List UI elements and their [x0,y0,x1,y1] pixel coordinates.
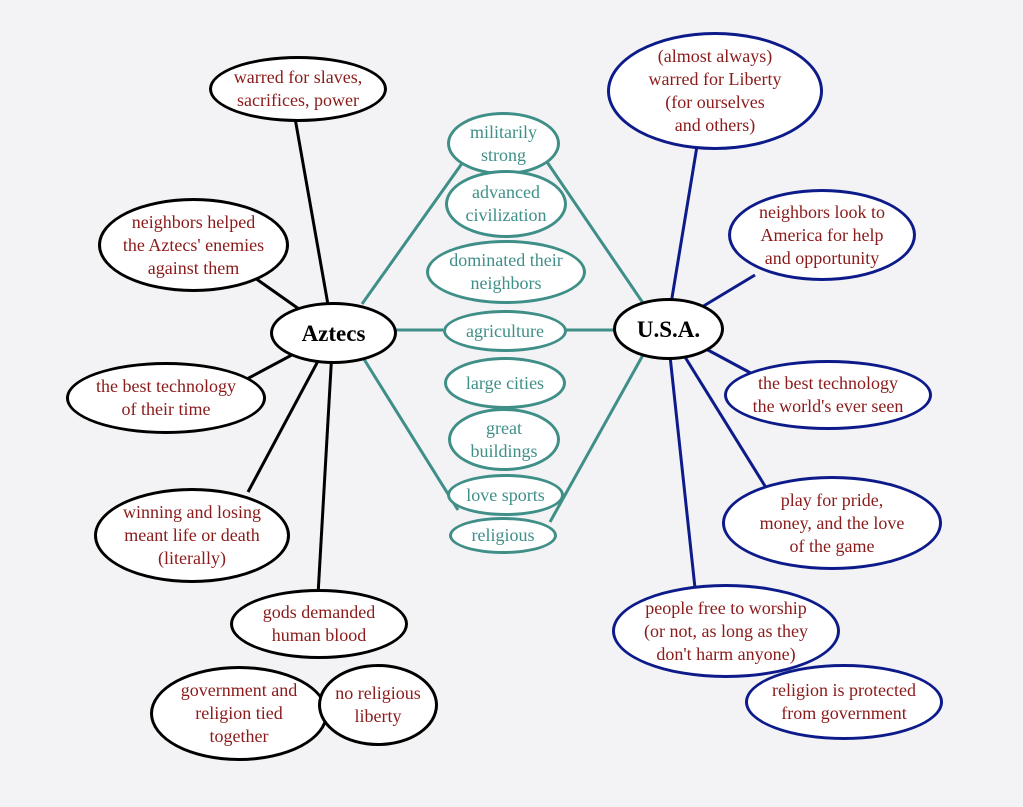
usa-trait-worship: people free to worship (or not, as long … [612,584,840,678]
link-usa-worship [665,327,697,589]
shared-trait-buildings: great buildings [448,408,560,471]
usa-trait-sports: play for pride, money, and the love of t… [722,476,942,570]
shared-trait-religious: religious [449,517,557,554]
aztec-trait-neighbors: neighbors helped the Aztecs' enemies aga… [98,198,289,292]
aztec-trait-warred: warred for slaves, sacrifices, power [209,56,387,122]
shared-trait-agriculture: agriculture [443,310,567,352]
usa-trait-neighbors: neighbors look to America for help and o… [728,189,916,281]
link-shared-usa-top [545,161,645,304]
shared-trait-military: militarily strong [447,112,560,175]
aztec-trait-government: government and religion tied together [150,666,328,761]
aztec-trait-gods: gods demanded human blood [230,589,408,659]
link-aztecs-gods [316,332,335,596]
usa-trait-technology: the best technology the world's ever see… [724,360,932,430]
shared-trait-dominated: dominated their neighbors [426,240,586,304]
link-shared-aztecs-bottom [360,355,460,511]
link-shared-usa-bottom [548,354,645,523]
usa-trait-religion: religion is protected from government [745,664,943,740]
shared-trait-sports: love sports [447,474,564,516]
aztec-trait-liberty: no religious liberty [318,664,438,746]
link-aztecs-warred [293,117,335,334]
link-usa-warred [665,139,700,329]
aztec-trait-technology: the best technology of their time [66,362,266,434]
aztec-trait-sports: winning and losing meant life or death (… [94,488,290,583]
link-shared-aztecs-top [360,161,465,305]
usa-trait-warred: (almost always) warred for Liberty (for … [607,32,823,150]
hub-usa: U.S.A. [613,298,724,360]
hub-aztecs: Aztecs [270,302,397,364]
shared-trait-civilization: advanced civilization [445,170,567,238]
shared-trait-cities: large cities [444,357,566,409]
